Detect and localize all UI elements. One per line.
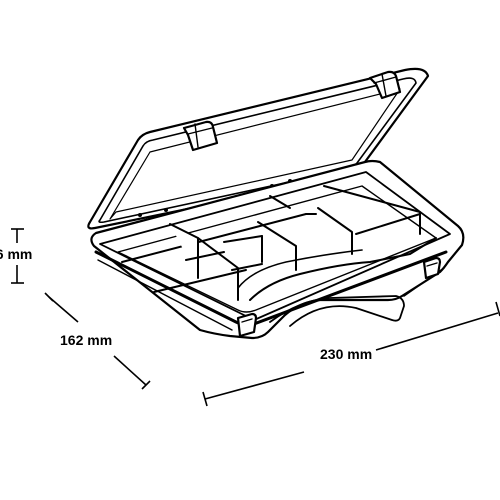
dimension-depth bbox=[44, 292, 151, 390]
tray-dividers bbox=[121, 185, 421, 301]
front-latch-left bbox=[236, 312, 258, 338]
lid bbox=[87, 67, 430, 230]
dimension-height bbox=[11, 228, 24, 284]
tray-handle-recess bbox=[237, 237, 437, 301]
front-latch-right bbox=[422, 256, 442, 280]
tray-floor bbox=[117, 185, 437, 313]
lid-hinge-right bbox=[368, 70, 402, 100]
dimension-depth-label: 162 mm bbox=[60, 332, 112, 348]
dimension-width-label: 230 mm bbox=[320, 346, 372, 362]
lid-hinge-left bbox=[182, 120, 219, 152]
dimension-height-label: 36 mm bbox=[0, 246, 32, 262]
dimension-width bbox=[202, 301, 500, 407]
